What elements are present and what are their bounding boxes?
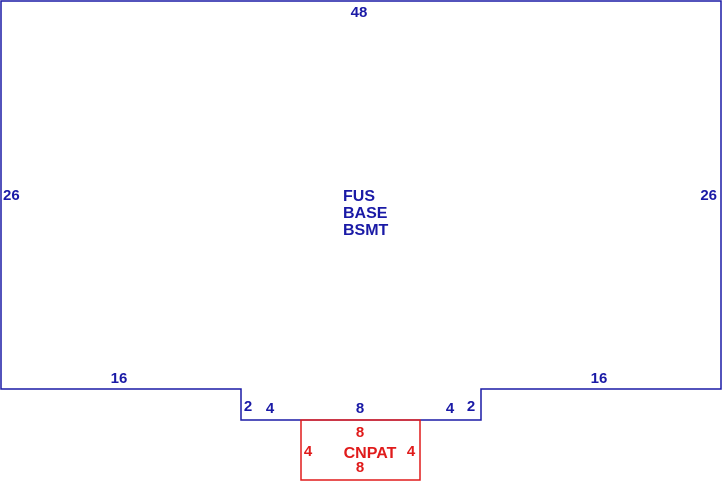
patio-label: CNPAT bbox=[344, 445, 397, 462]
area-label-base: BASE bbox=[343, 205, 388, 222]
dimension-bottom-left: 16 bbox=[111, 370, 128, 387]
dimension-bottom-right: 16 bbox=[591, 370, 608, 387]
patio-dimension-top: 8 bbox=[356, 424, 364, 441]
patio-dimension-left: 4 bbox=[304, 443, 313, 460]
dimension-right: 26 bbox=[700, 187, 717, 204]
dimension-step-bottom: 8 bbox=[356, 400, 364, 417]
main-area-outline bbox=[0, 0, 722, 421]
patio-dimension-right: 4 bbox=[407, 443, 416, 460]
dimension-step-right-width: 4 bbox=[446, 400, 455, 417]
dimension-step-left-height: 2 bbox=[244, 398, 252, 415]
patio-dimension-bottom: 8 bbox=[356, 459, 364, 476]
patio-area-outline bbox=[300, 419, 421, 481]
dimension-left: 26 bbox=[3, 187, 20, 204]
area-label-bsmt: BSMT bbox=[343, 222, 389, 239]
dimension-step-left-width: 4 bbox=[266, 400, 275, 417]
dimension-step-right-height: 2 bbox=[467, 398, 475, 415]
area-label-fus: FUS bbox=[343, 188, 375, 205]
dimension-top: 48 bbox=[351, 4, 368, 21]
